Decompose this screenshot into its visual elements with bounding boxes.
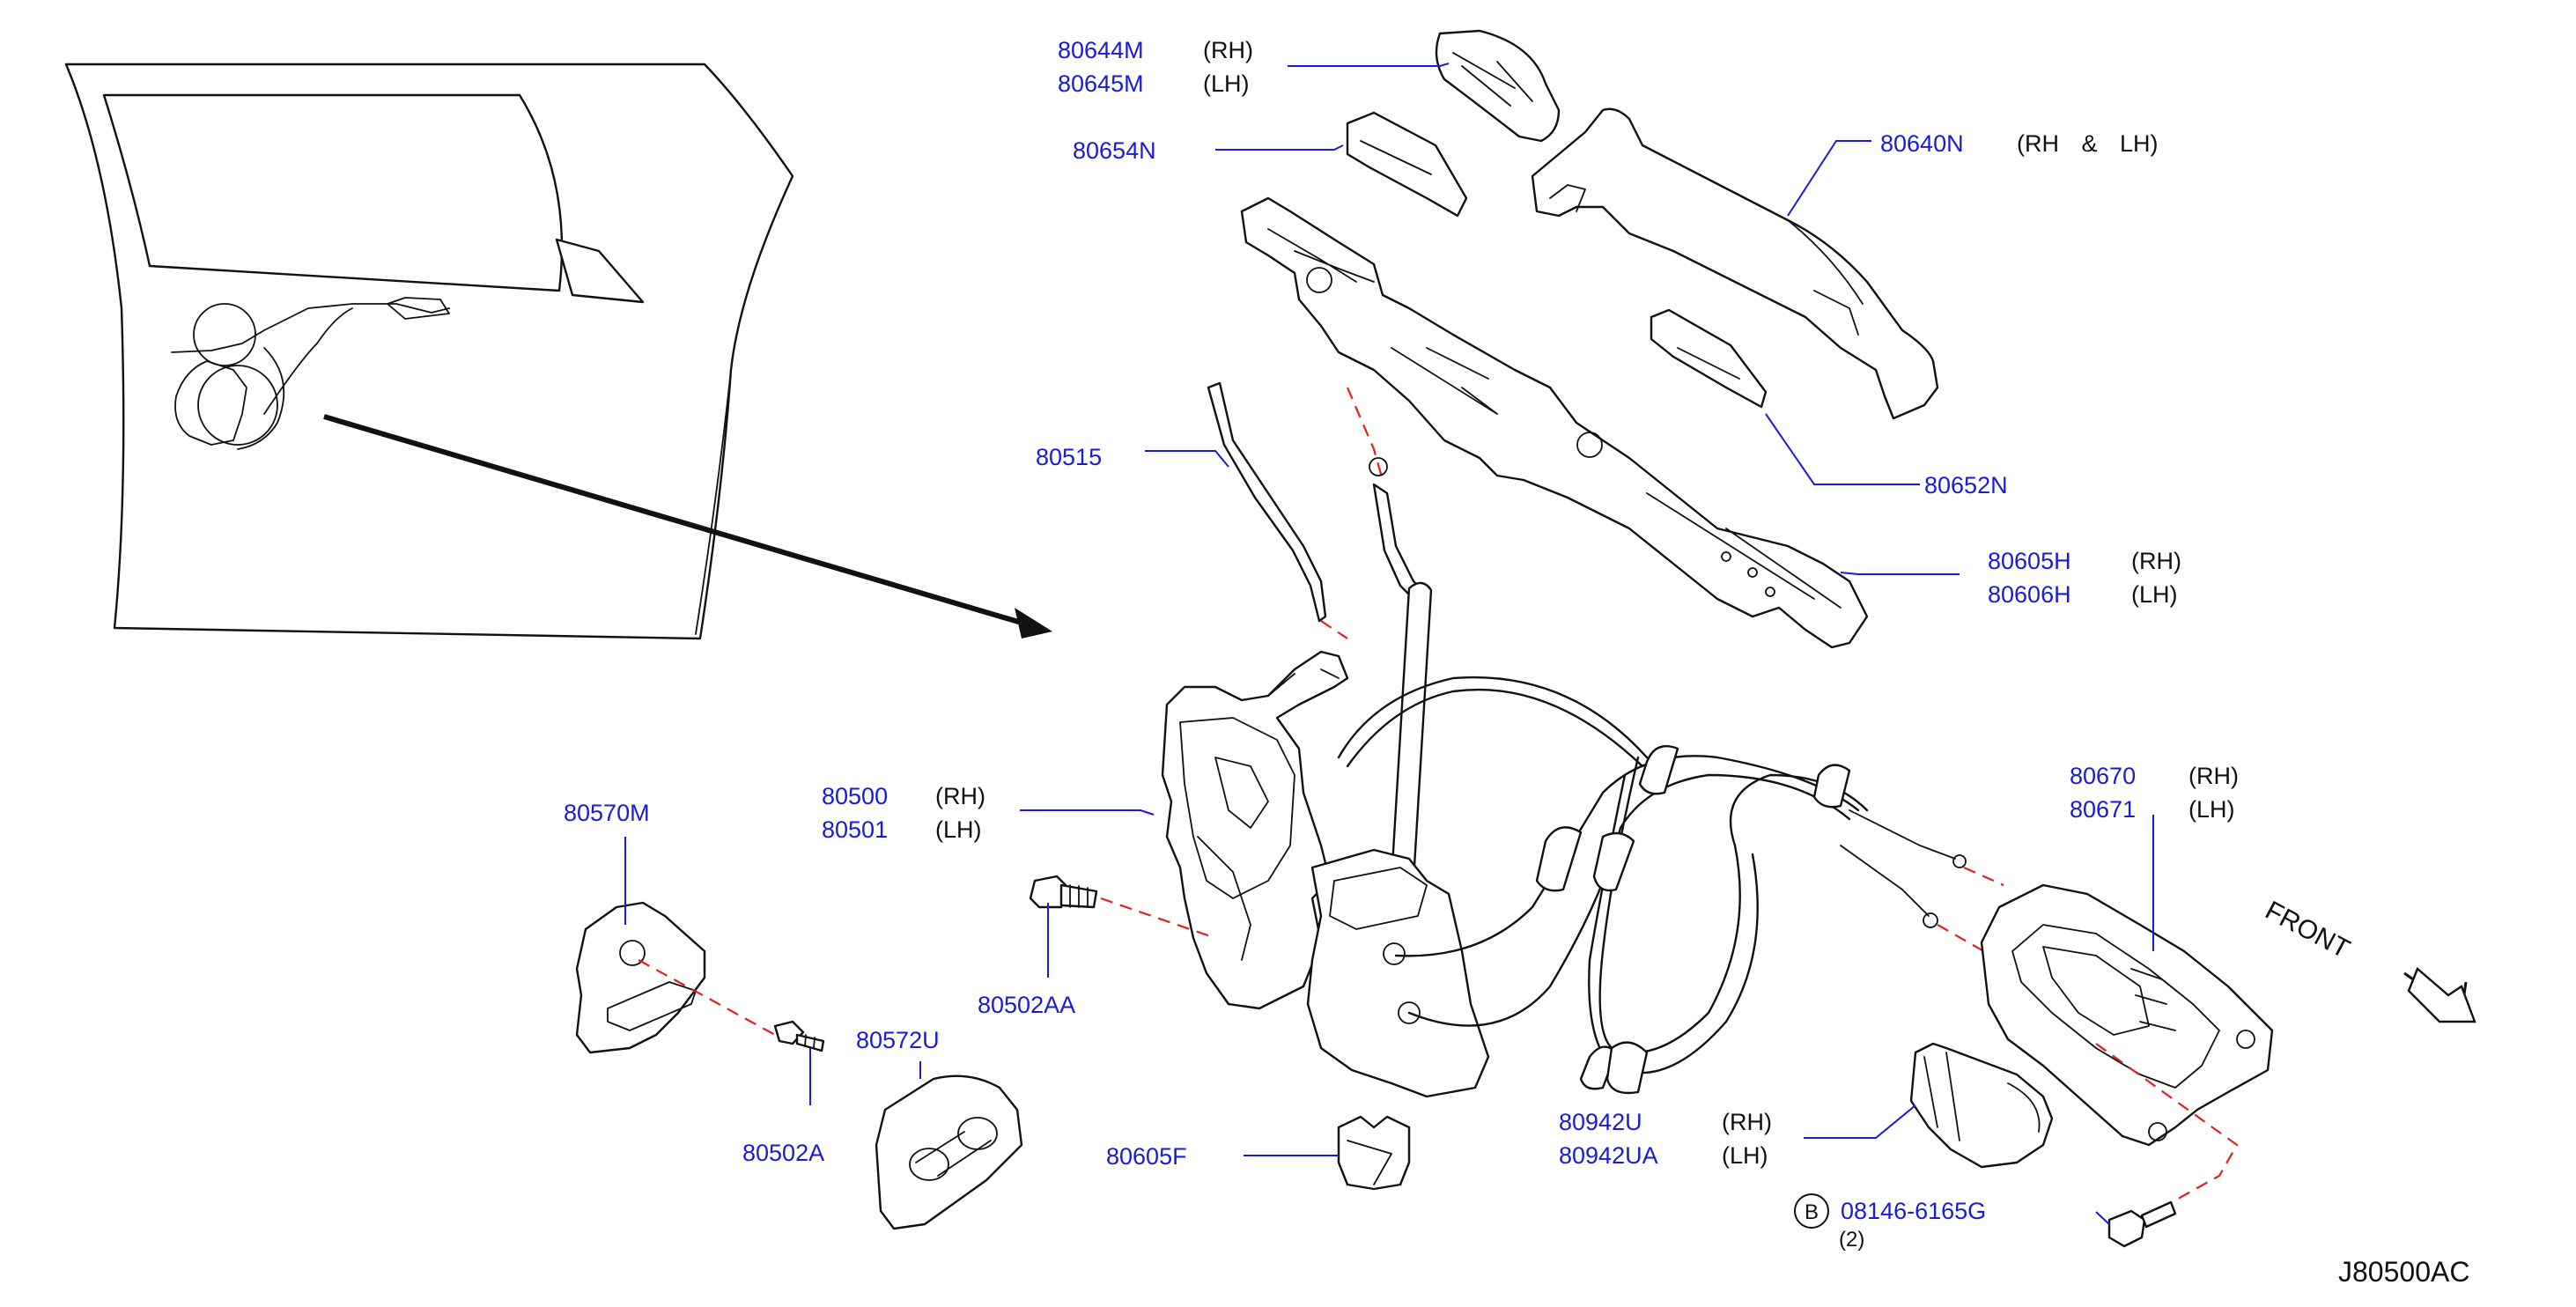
- part-80500-door-lock-actuator: [1161, 650, 1490, 1098]
- cables: [1337, 676, 1967, 1095]
- label-08146-6165G: 08146-6165G: [1841, 1198, 1986, 1224]
- bolt-circle-letter: B: [1805, 1200, 1819, 1224]
- label-80654N: 80654N: [1073, 137, 1156, 164]
- centerline-80570M: [638, 959, 776, 1036]
- label-80671: 80671: [2070, 796, 2136, 823]
- leader-lines: [624, 63, 2154, 1225]
- label-80502AA: 80502AA: [978, 992, 1075, 1018]
- qualifier-80645M: (LH): [1203, 70, 1250, 97]
- front-arrow-icon: [2403, 966, 2476, 1023]
- centerline-rod: [1320, 620, 1348, 639]
- callout-arrow: [323, 414, 1052, 639]
- label-80645M: 80645M: [1058, 70, 1144, 97]
- bolt-circle-badge: B: [1794, 1193, 1829, 1229]
- part-80670-inside-handle: [1980, 883, 2274, 1147]
- part-80515-rod: [1207, 381, 1327, 623]
- door-illustration: [64, 63, 794, 640]
- centerline-80670: [2095, 1043, 2239, 1221]
- part-80942U-cover: [1909, 1042, 2054, 1169]
- centerline-handle: [1346, 387, 1384, 481]
- bolt-quantity: (2): [1839, 1228, 1864, 1252]
- label-80605H: 80605H: [1988, 548, 2071, 574]
- label-80500: 80500: [822, 783, 888, 809]
- qualifier-80605H: (RH): [2131, 548, 2181, 574]
- qualifier-80501: (LH): [935, 816, 982, 843]
- qualifier-80500: (RH): [935, 783, 985, 809]
- label-80605F: 80605F: [1106, 1143, 1187, 1170]
- diagram-reference: J80500AC: [2338, 1256, 2469, 1288]
- label-80502A: 80502A: [742, 1140, 824, 1166]
- part-80654N-gasket: [1346, 111, 1468, 218]
- qualifier-80942UA: (LH): [1722, 1142, 1768, 1169]
- label-80501: 80501: [822, 816, 888, 843]
- qualifier-80640N: (RH & LH): [2017, 130, 2159, 157]
- label-80606H: 80606H: [1988, 581, 2071, 608]
- qualifier-80671: (LH): [2188, 796, 2235, 823]
- part-80640N-outside-handle: [1531, 107, 1939, 420]
- qualifier-80942U: (RH): [1722, 1109, 1772, 1135]
- label-80640N: 80640N: [1880, 130, 1964, 157]
- part-08146-6165G-bolt: [2107, 1200, 2177, 1248]
- label-80570M: 80570M: [564, 800, 650, 826]
- label-80942UA: 80942UA: [1559, 1142, 1658, 1169]
- part-80572U-plate: [875, 1074, 1023, 1230]
- qualifier-80670: (RH): [2188, 763, 2239, 789]
- label-80515: 80515: [1036, 444, 1102, 470]
- qualifier-80644M: (RH): [1203, 37, 1253, 63]
- centerline-cables: [1937, 866, 2004, 961]
- part-80570M-striker: [575, 901, 706, 1054]
- label-80572U: 80572U: [856, 1027, 940, 1053]
- part-80502A-screw: [773, 1020, 825, 1052]
- label-80644M: 80644M: [1058, 37, 1144, 63]
- part-80644M-escutcheon: [1435, 29, 1561, 143]
- part-80652N-gasket: [1650, 308, 1768, 409]
- part-80502AA-bolt: [1029, 875, 1098, 909]
- label-80942U: 80942U: [1559, 1109, 1642, 1135]
- label-80652N: 80652N: [1924, 472, 2008, 498]
- part-80605F-clip: [1337, 1115, 1411, 1191]
- qualifier-80606H: (LH): [2131, 581, 2178, 608]
- part-80605H-handle-frame: [1240, 196, 1869, 649]
- key-rod-assembly: [1369, 457, 1433, 882]
- label-80670: 80670: [2070, 763, 2136, 789]
- front-label: FRONT: [2261, 896, 2355, 964]
